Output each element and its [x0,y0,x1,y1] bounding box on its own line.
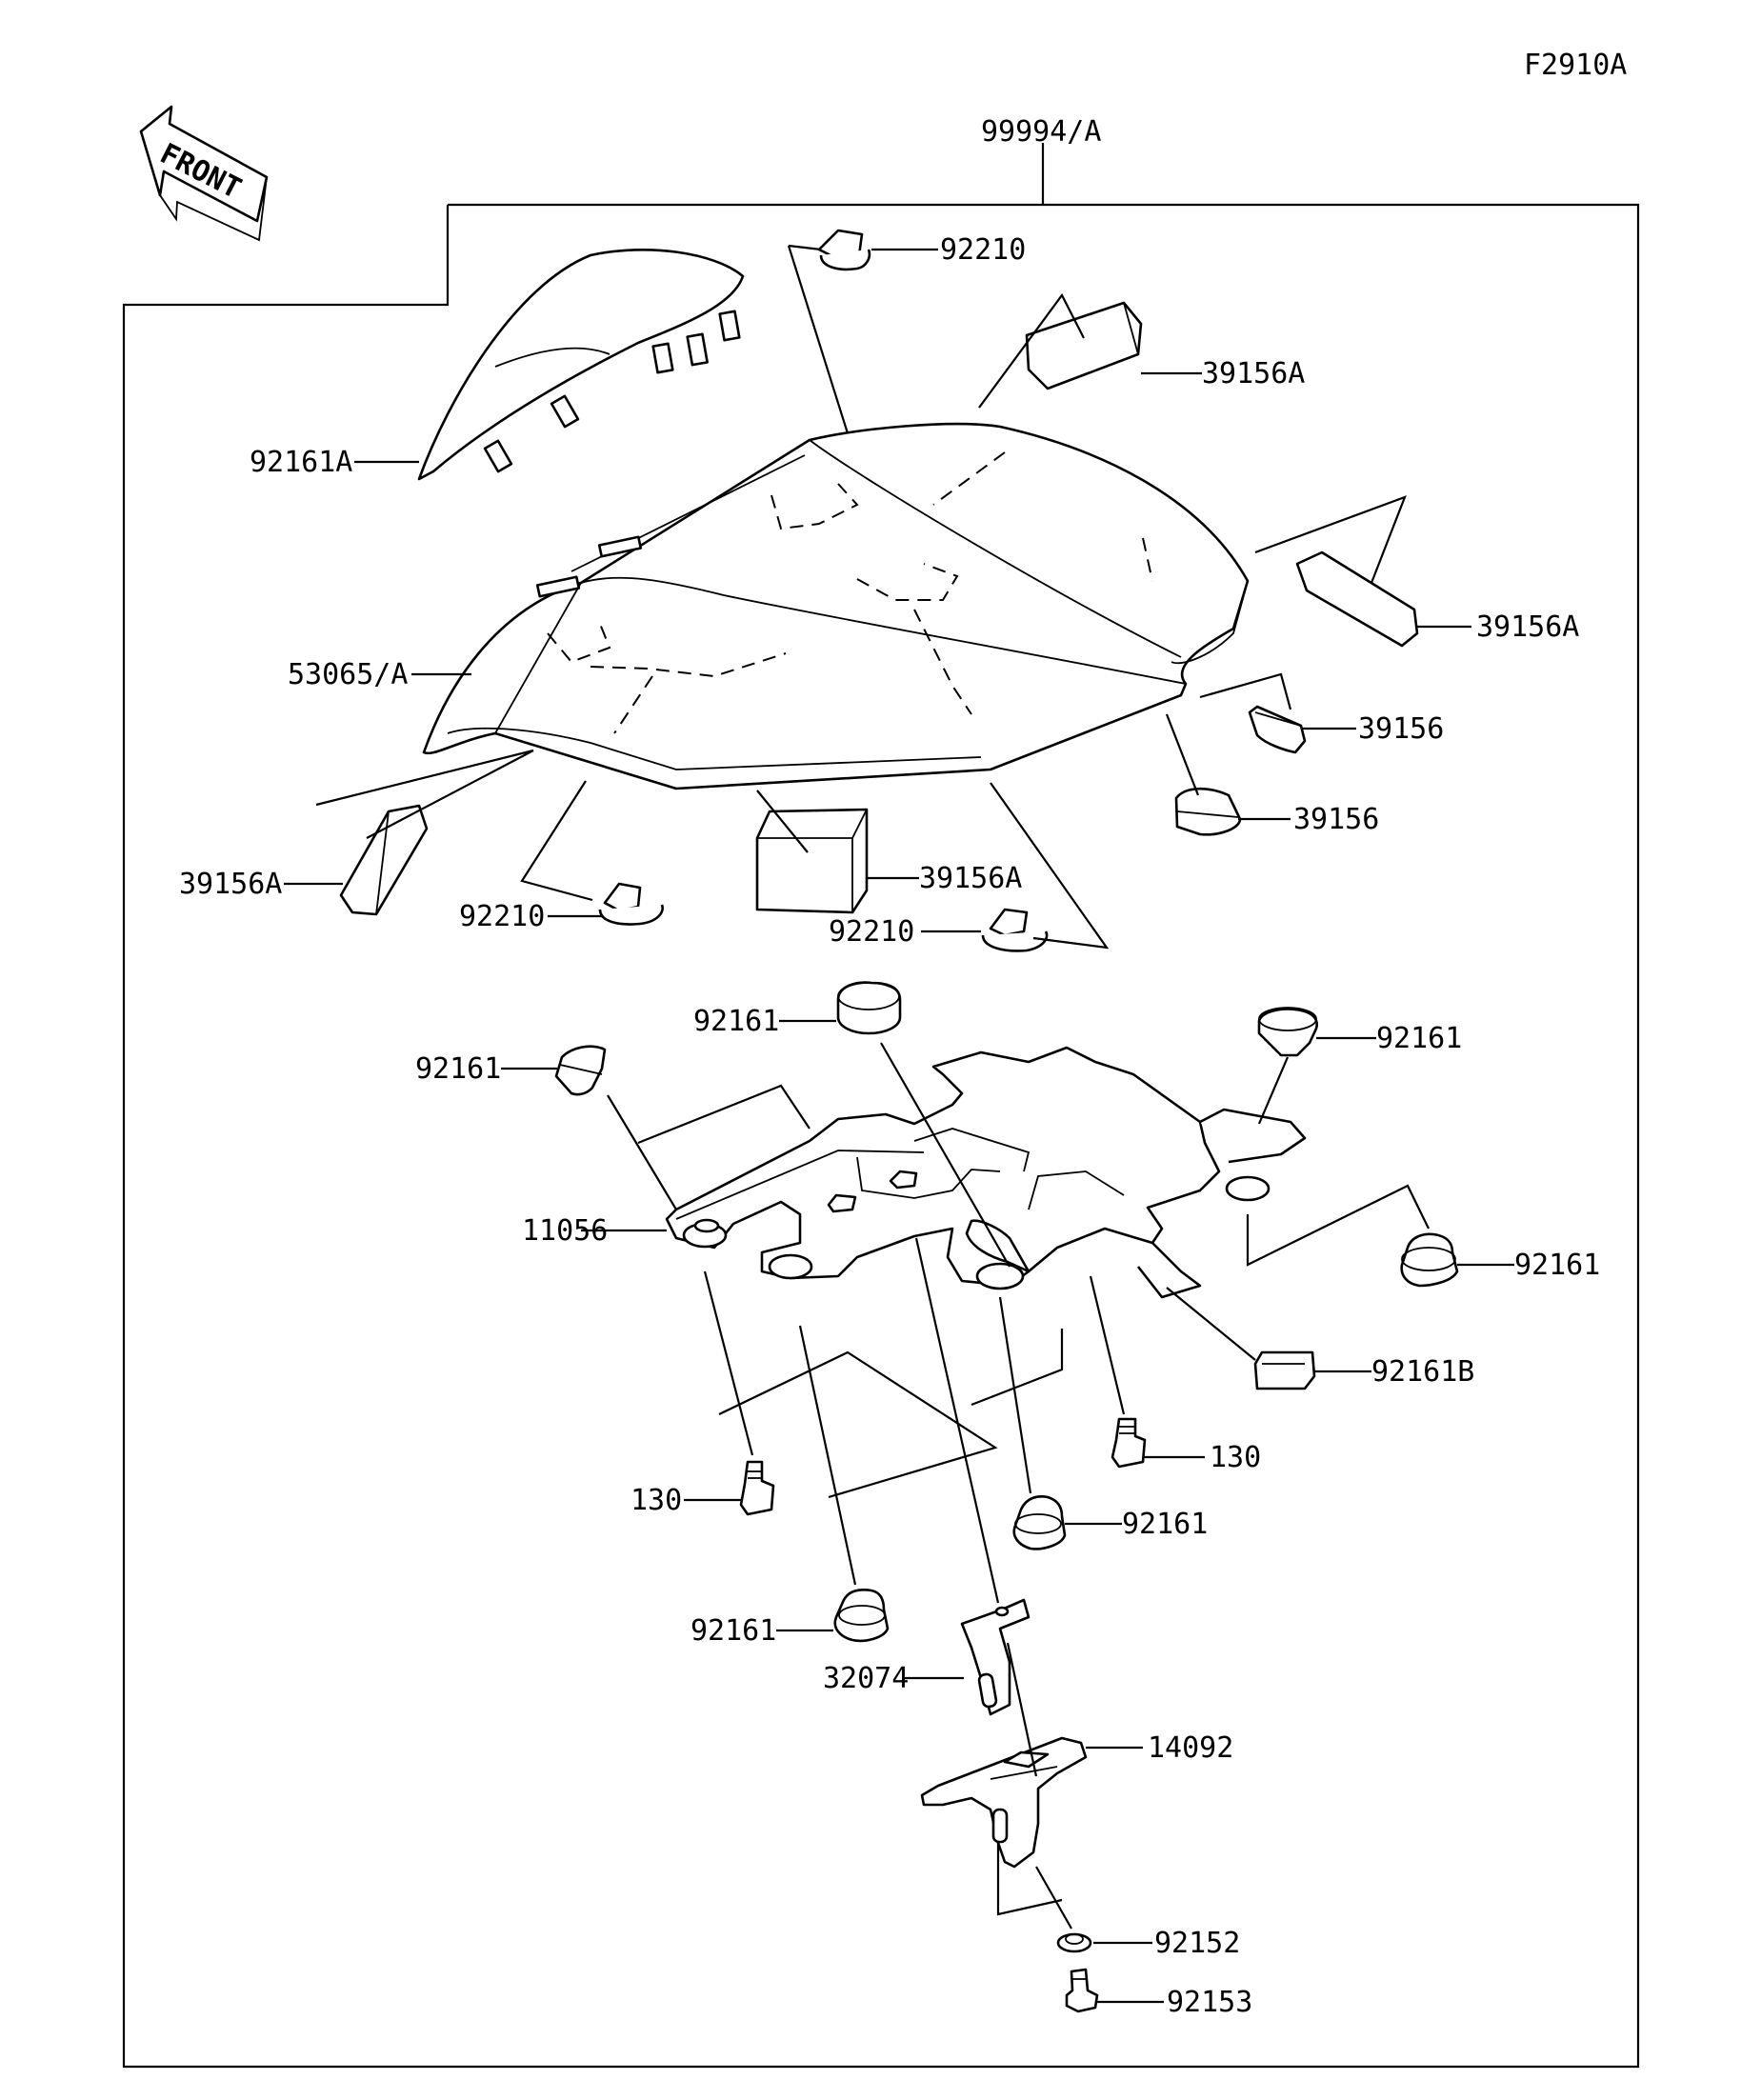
label-washer: 92152 [1154,1927,1240,1960]
label-nut-center: 92210 [829,915,914,949]
label-kit: 99994/A [981,115,1101,149]
label-damper-left: 39156A [179,868,282,901]
stay-32074 [960,1598,1031,1716]
label-bolt-right: 130 [1210,1441,1261,1474]
damper-92161-center-top [836,981,902,1035]
bolt-130-right [1111,1417,1147,1469]
damper-92161-bottom-left [833,1589,890,1643]
label-bracket: 11056 [522,1214,608,1248]
label-damper-small-upper: 39156 [1358,712,1444,746]
holder-14092 [920,1736,1088,1869]
label-stay: 32074 [823,1662,909,1695]
label-holder: 14092 [1148,1731,1233,1765]
nut-92210-left [598,882,664,926]
label-damper-bracket-center: 92161 [693,1005,779,1038]
damper-39156a-center [755,808,869,914]
damper-92161b [1253,1350,1316,1390]
bracket-11056 [665,1046,1307,1299]
damper-92161-right-lower [1400,1232,1459,1288]
damper-92161-left [554,1045,607,1096]
seat-cover-53065a [422,422,1250,790]
damper-92161-bottom-center [1012,1495,1067,1550]
seat-cover-damper-92161a [417,249,745,481]
label-damper-right: 39156A [1476,610,1579,644]
bolt-130-left [739,1460,775,1516]
damper-39156-upper [1248,705,1307,754]
label-damper-bracket-right-upper: 92161 [1376,1022,1462,1055]
label-nut-top: 92210 [940,233,1026,267]
front-arrow-icon: FRONT [139,105,269,242]
damper-39156a-right [1295,550,1419,648]
nut-92210-center [981,908,1049,952]
label-damper-small-lower: 39156 [1293,803,1379,836]
label-damper-bracket-right-lower: 92161 [1514,1249,1600,1282]
kit-frame [122,143,1640,2069]
screw-92153 [1065,1968,1099,2013]
label-screw: 92153 [1167,1986,1252,2019]
damper-39156a-left [339,804,429,916]
damper-39156-lower [1174,787,1242,836]
washer-92152 [1056,1932,1092,1953]
label-bolt-left: 130 [630,1484,682,1517]
label-damper-center: 39156A [919,862,1022,895]
damper-39156a-top [1025,301,1143,390]
nut-92210-top [817,229,871,271]
label-damper-bottom-center: 92161 [1122,1508,1208,1541]
label-nut-left: 92210 [459,900,545,933]
label-damper-top: 39156A [1202,357,1305,390]
label-seat-cover-damper: 92161A [250,446,352,479]
label-seat-cover: 53065/A [288,658,408,691]
diagram-code: F2910A [1524,49,1627,82]
damper-92161-right-upper [1257,1007,1318,1057]
label-damper-rect: 92161B [1371,1355,1474,1389]
label-damper-bracket-left: 92161 [415,1052,501,1086]
label-damper-bottom-left: 92161 [690,1614,776,1648]
